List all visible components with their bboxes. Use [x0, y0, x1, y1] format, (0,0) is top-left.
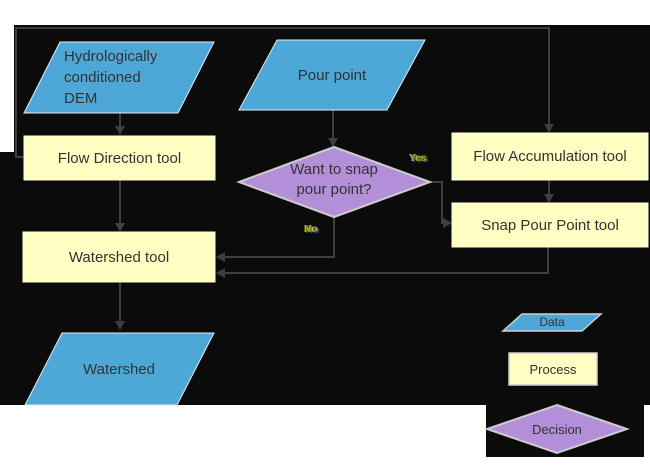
arrowhead-watershedtool-to-watershed [115, 321, 125, 330]
legend-decision-label: Decision [532, 421, 582, 437]
legend-data-label: Data [539, 314, 565, 329]
arrowhead-dem-to-flowdirection [115, 126, 125, 135]
arrowhead-to-flowaccumulation [544, 124, 554, 133]
arrowhead-pourpoint-to-decision [328, 138, 338, 147]
edge-snap-to-watershedtool [222, 247, 549, 274]
node-dem-label: Hydrologically conditioned DEM [64, 48, 158, 107]
node-snap-pour-point-rect [451, 202, 649, 248]
node-decision-label: Want to snap pour point? [290, 160, 378, 198]
node-dem-parallelogram [23, 41, 215, 114]
node-watershed-parallelogram [24, 332, 215, 406]
edge-decision-yes-to-snap [430, 181, 446, 224]
node-flow-direction-label: Flow Direction tool [57, 149, 182, 167]
edge-label-yes: Yes [410, 153, 428, 164]
node-watershed-tool-rect [22, 231, 216, 283]
node-flow-accumulation-rect [451, 132, 649, 181]
node-pour-point-label: Pour point [297, 66, 367, 84]
diagram-background-left-strip [0, 152, 14, 405]
node-flow-direction-rect [23, 135, 216, 181]
arrowhead-snap-to-watershedtool [216, 268, 225, 278]
arrowhead-no-to-watershedtool [216, 252, 225, 262]
legend-decision-diamond [483, 403, 631, 455]
arrowhead-flowdirection-to-watershedtool [115, 223, 125, 232]
edge-label-no: No [305, 224, 319, 235]
node-decision-diamond [236, 145, 433, 219]
arrowhead-flowaccumulation-to-snap [544, 194, 554, 203]
legend-data-parallelogram [501, 313, 603, 332]
edge-flowdirection-to-flowaccumulation [15, 27, 550, 158]
node-snap-pour-point-label: Snap Pour Point tool [481, 216, 619, 234]
legend-process-label: Process [529, 361, 577, 377]
node-watershed-label: Watershed [83, 360, 155, 378]
legend-process-rect [508, 352, 598, 386]
node-flow-accumulation-label: Flow Accumulation tool [473, 148, 627, 165]
node-watershed-tool-label: Watershed tool [68, 248, 170, 266]
arrowhead-yes-to-snap [443, 218, 452, 228]
edge-decision-no-to-watershedtool [222, 217, 335, 258]
node-pour-point-parallelogram [238, 39, 426, 111]
